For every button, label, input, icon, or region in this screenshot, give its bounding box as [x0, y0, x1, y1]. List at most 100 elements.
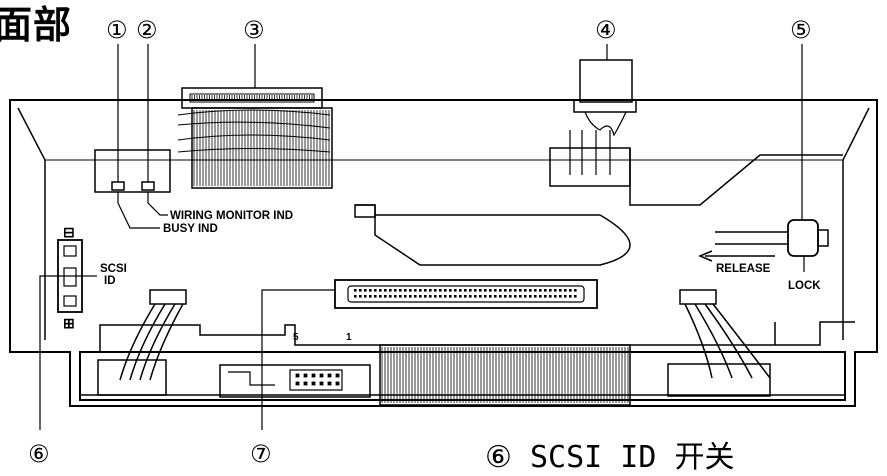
scsi-pin — [519, 295, 522, 298]
edge-pin — [303, 381, 308, 386]
scsi-pin — [379, 289, 382, 292]
edge-connector — [219, 364, 371, 398]
scsi-id-label-line2: ID — [104, 275, 116, 287]
scsi-pin — [389, 295, 392, 298]
edge-pin — [311, 373, 316, 378]
scsi-pin — [449, 295, 452, 298]
scsi-pin — [439, 295, 442, 298]
scsi-pin — [384, 289, 387, 292]
scsi-pin — [369, 289, 372, 292]
scsi-pin — [504, 295, 507, 298]
scsi-pin — [489, 295, 492, 298]
scsi-pin — [414, 295, 417, 298]
scsi-pin — [464, 289, 467, 292]
scsi-pin — [544, 289, 547, 292]
scsi-pin — [374, 289, 377, 292]
scsi-pin — [354, 289, 357, 292]
scsi-pin — [359, 295, 362, 298]
scsi-pin — [529, 295, 532, 298]
back-board — [99, 321, 855, 352]
scsi-pin — [549, 289, 552, 292]
page-title: 面部 — [0, 3, 73, 47]
scsi-pin — [374, 295, 377, 298]
edge-pin — [327, 373, 332, 378]
scsi-pin — [439, 289, 442, 292]
edge-pin — [303, 373, 308, 378]
scsi-pin — [474, 295, 477, 298]
scsi-pin — [479, 295, 482, 298]
flat-cable — [379, 344, 631, 406]
wiring-monitor-label: WIRING MONITOR IND — [170, 210, 293, 222]
chassis-inner-bevel — [17, 107, 46, 340]
scsi-pin — [434, 289, 437, 292]
scsi-pin — [444, 295, 447, 298]
scsi-pin — [474, 289, 477, 292]
edge-pin — [295, 381, 300, 386]
edge-pin — [327, 381, 332, 386]
busy-led — [111, 181, 125, 191]
callout-7: ⑦ — [250, 440, 272, 468]
left-cable-connector — [149, 289, 187, 305]
edge-pin — [335, 381, 340, 386]
scsi-pin — [369, 295, 372, 298]
plus-icon: ⊞ — [63, 315, 75, 331]
scsi-pin — [519, 289, 522, 292]
scsi-pin — [449, 289, 452, 292]
led-panel — [94, 149, 171, 193]
ribbon-cable — [191, 107, 333, 189]
callout-5: ⑤ — [790, 16, 812, 44]
scsi-pin — [559, 295, 562, 298]
scsi-pin — [379, 295, 382, 298]
scsi-pin — [459, 289, 462, 292]
scsi-pin — [509, 289, 512, 292]
scsi-pin — [424, 295, 427, 298]
scsi-pin — [429, 295, 432, 298]
scsi-pin — [539, 289, 542, 292]
scsi-id-label-line1: SCSI — [100, 263, 127, 275]
scsi-pin — [424, 289, 427, 292]
scsi-pin — [574, 289, 577, 292]
figure-caption: ⑥ SCSI ID 开关 — [485, 440, 735, 475]
scsi-pin — [364, 289, 367, 292]
scsi-pin — [514, 289, 517, 292]
scsi-pin — [509, 295, 512, 298]
scsi-pin — [419, 289, 422, 292]
pin-5-label: 5 — [293, 332, 299, 343]
power-socket — [549, 147, 631, 187]
scsi-pin — [389, 289, 392, 292]
scsi-pin — [569, 289, 572, 292]
scsi-pin — [454, 295, 457, 298]
callout-4: ④ — [595, 16, 617, 44]
scsi-pin — [559, 289, 562, 292]
scsi-pin — [564, 289, 567, 292]
scsi-pin — [409, 295, 412, 298]
scsi-pin — [499, 289, 502, 292]
scsi-pin — [564, 295, 567, 298]
right-cable-connector — [679, 289, 717, 305]
scsi-pin — [529, 289, 532, 292]
scsi-pin — [409, 289, 412, 292]
scsi-pin — [534, 289, 537, 292]
minus-icon: ⊟ — [63, 224, 75, 240]
scsi-pin — [404, 289, 407, 292]
scsi-pin — [444, 289, 447, 292]
scsi-pin — [544, 295, 547, 298]
scsi-connector — [334, 279, 598, 309]
scsi-pin — [554, 289, 557, 292]
scsi-pin — [399, 295, 402, 298]
scsi-pin — [549, 295, 552, 298]
scsi-pin — [414, 289, 417, 292]
scsi-pin — [454, 289, 457, 292]
scsi-pin — [554, 295, 557, 298]
edge-pin — [319, 381, 324, 386]
scsi-pin — [399, 289, 402, 292]
scsi-pin — [354, 295, 357, 298]
scsi-pin — [534, 295, 537, 298]
release-lever — [355, 204, 631, 266]
power-plug — [579, 59, 633, 103]
lock-label: LOCK — [788, 280, 821, 292]
scsi-pin — [494, 295, 497, 298]
scsi-pin — [479, 289, 482, 292]
scsi-pin — [359, 289, 362, 292]
